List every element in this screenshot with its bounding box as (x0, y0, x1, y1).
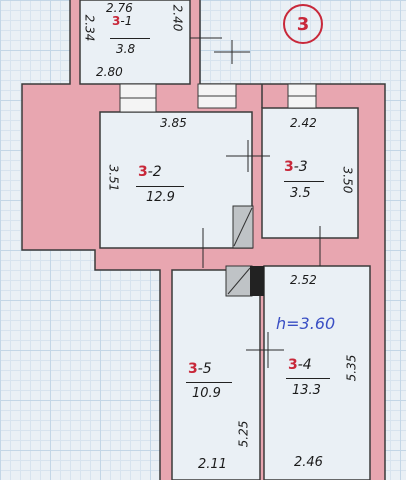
room-3-5-dim-bottom: 2.11 (198, 457, 227, 472)
room-3-3-area: 3.5 (290, 186, 311, 201)
room-3-3-dim-right: 3.50 (340, 166, 355, 194)
door-marks (190, 37, 321, 368)
room-3-1-dim-bottom: 2.80 (96, 65, 123, 79)
room-3-1 (79, 0, 191, 85)
room-3-2-dim-top: 3.85 (160, 116, 187, 130)
room-3-4-number: 3-4 (288, 357, 312, 373)
room-3-2-dim-left: 3.51 (106, 164, 121, 192)
room-3-3 (261, 107, 359, 239)
room-3-2-number: 3-2 (138, 164, 162, 180)
room-3-5-number: 3-5 (188, 361, 212, 377)
windows (119, 83, 317, 113)
vent-ducts (225, 205, 264, 297)
room-3-4-area: 13.3 (292, 383, 321, 398)
chimney (250, 266, 264, 296)
room-3-3-dim-top: 2.42 (290, 116, 317, 130)
room-3-5 (171, 269, 261, 480)
room-outlines (79, 0, 371, 480)
room-3-2-area-line (136, 186, 184, 187)
room-3-4-dim-top: 2.52 (290, 273, 317, 287)
room-3-4-dim-bottom: 2.46 (294, 455, 323, 470)
room-3-2-area: 12.9 (146, 190, 175, 205)
room-3-5-dim-right: 5.25 (236, 420, 251, 448)
room-3-3-area-line (284, 181, 324, 182)
room-3-4 (263, 265, 371, 480)
room-3-4-area-line (286, 378, 330, 379)
room-3-1-area: 3.8 (116, 42, 136, 56)
room-3-1-dim-right: 2.40 (170, 4, 185, 32)
section-badge: 3 (283, 4, 323, 44)
room-3-1-number: 3-1 (112, 14, 133, 28)
room-3-1-dim-top: 2.76 (106, 1, 133, 15)
room-3-5-area: 10.9 (192, 386, 221, 401)
room-3-1-dim-left: 2.34 (82, 14, 97, 42)
room-3-3-number: 3-3 (284, 159, 308, 175)
room-3-5-area-line (186, 382, 232, 383)
ceiling-height-note: h=3.60 (276, 314, 336, 333)
room-3-1-area-line (110, 38, 150, 39)
room-3-4-dim-right: 5.35 (344, 354, 359, 382)
room-3-2 (99, 111, 253, 249)
